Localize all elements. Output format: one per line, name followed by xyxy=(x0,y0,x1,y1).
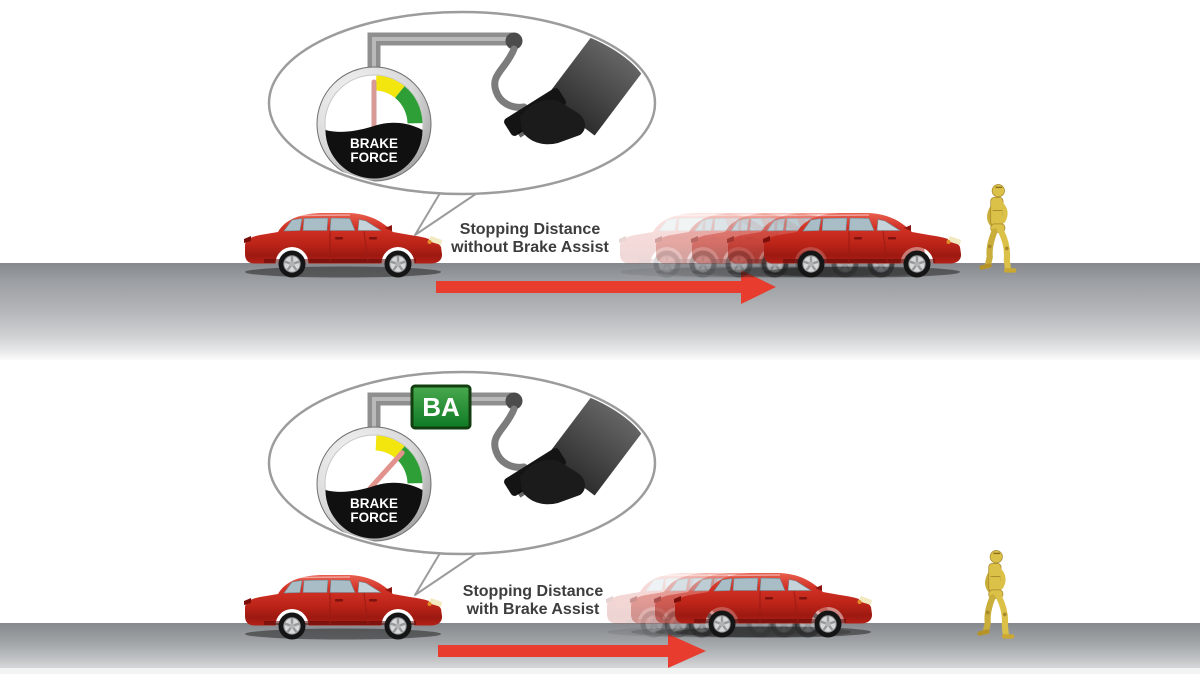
motion-arrow-bottom xyxy=(438,634,706,668)
gauge-arc-yellow xyxy=(375,435,405,459)
stopped-car-bottom xyxy=(668,565,878,640)
caption-line: with Brake Assist xyxy=(466,601,600,618)
ba-badge-box xyxy=(410,384,472,430)
road-top xyxy=(0,263,1200,361)
gauge-dial-plate xyxy=(325,482,423,539)
caption-top: Stopping Distance without Brake Assist xyxy=(428,221,632,257)
speech-bubble-bottom: BRAKE FORCE BA xyxy=(267,370,657,596)
driver-shoe-icon xyxy=(520,99,586,145)
ba-badge: BA xyxy=(410,384,472,430)
pedal-arm xyxy=(491,405,528,471)
speech-bubble-top: BRAKE FORCE xyxy=(267,10,657,236)
arrow-shaft xyxy=(436,281,741,293)
ba-badge-label: BA xyxy=(422,392,460,422)
gauge-arc-yellow xyxy=(375,75,405,99)
gauge-label-line2: FORCE xyxy=(350,510,397,525)
gauge-label-line2: FORCE xyxy=(350,150,397,165)
gauge-label-line1: BRAKE xyxy=(350,136,398,151)
arrow-head xyxy=(741,270,776,304)
driver-shoe-icon xyxy=(520,459,586,505)
pedal-pivot xyxy=(505,32,523,50)
arrow-head xyxy=(668,634,706,668)
pedal-pivot xyxy=(505,392,523,410)
pedestrian-dummy-bottom xyxy=(966,548,1019,643)
arrow-shaft xyxy=(438,645,668,657)
gauge-needle xyxy=(367,450,405,491)
pedestrian-dummy-top xyxy=(968,182,1021,277)
brake-force-gauge: BRAKE FORCE xyxy=(316,66,432,182)
road-bottom-edge xyxy=(0,668,1200,674)
gauge-arc-green xyxy=(394,86,423,124)
motion-arrow-top xyxy=(436,270,776,304)
caption-line: without Brake Assist xyxy=(451,239,609,256)
brake-force-gauge: BRAKE FORCE xyxy=(316,426,432,542)
stopped-car-top xyxy=(757,205,967,280)
gauge-dial-plate xyxy=(325,122,423,179)
caption-bottom: Stopping Distance with Brake Assist xyxy=(431,583,635,619)
caption-line: Stopping Distance xyxy=(462,583,604,600)
pedal-arm xyxy=(491,45,528,111)
caption-line: Stopping Distance xyxy=(459,221,601,238)
gauge-label-line1: BRAKE xyxy=(350,496,398,511)
